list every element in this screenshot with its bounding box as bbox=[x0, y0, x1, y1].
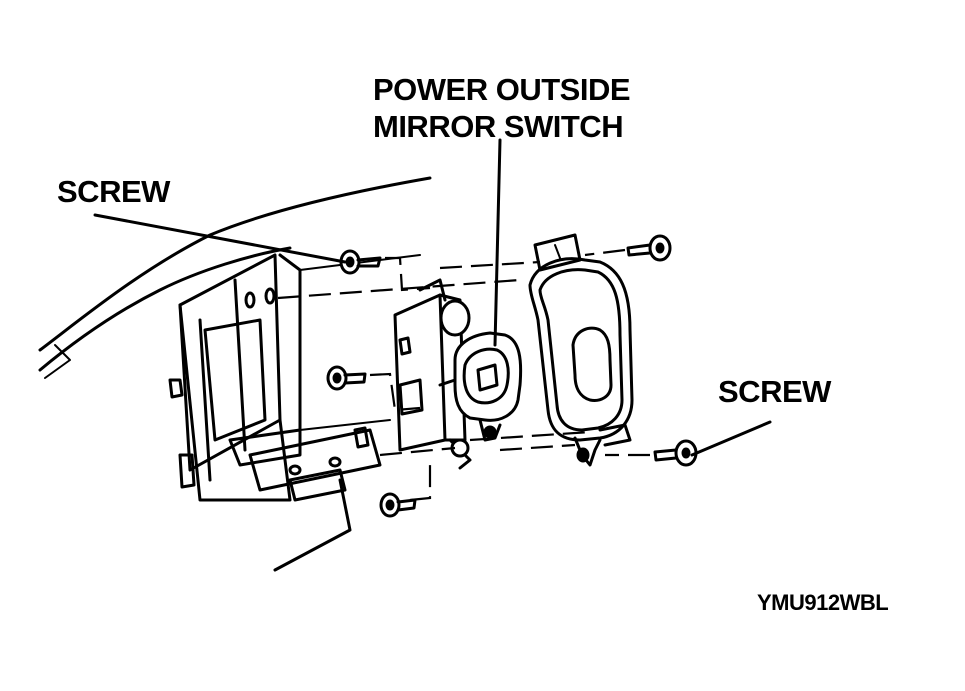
switch-bracket bbox=[393, 278, 472, 470]
screw-label-left: SCREW bbox=[57, 174, 170, 209]
screw-label-right: SCREW bbox=[718, 374, 831, 409]
lower-mounting-plate bbox=[248, 426, 382, 572]
dashboard-outline bbox=[38, 176, 432, 379]
alignment-dashed-lines bbox=[277, 248, 650, 502]
switch-bezel bbox=[528, 233, 634, 467]
dash-panel-bracket bbox=[168, 253, 421, 502]
mirror-switch-label-line1: POWER OUTSIDE bbox=[373, 72, 631, 107]
mirror-switch-label-line2: MIRROR SWITCH bbox=[373, 109, 624, 144]
screw-bottom bbox=[379, 492, 417, 518]
figure-code: YMU912WBL bbox=[757, 590, 889, 615]
screw-right-top bbox=[626, 234, 672, 262]
screw-right-bottom bbox=[653, 439, 698, 467]
screw-left-middle bbox=[326, 365, 367, 391]
leader-lines bbox=[93, 138, 772, 457]
mirror-switch-body bbox=[438, 331, 523, 442]
screw-left-top bbox=[339, 249, 382, 275]
